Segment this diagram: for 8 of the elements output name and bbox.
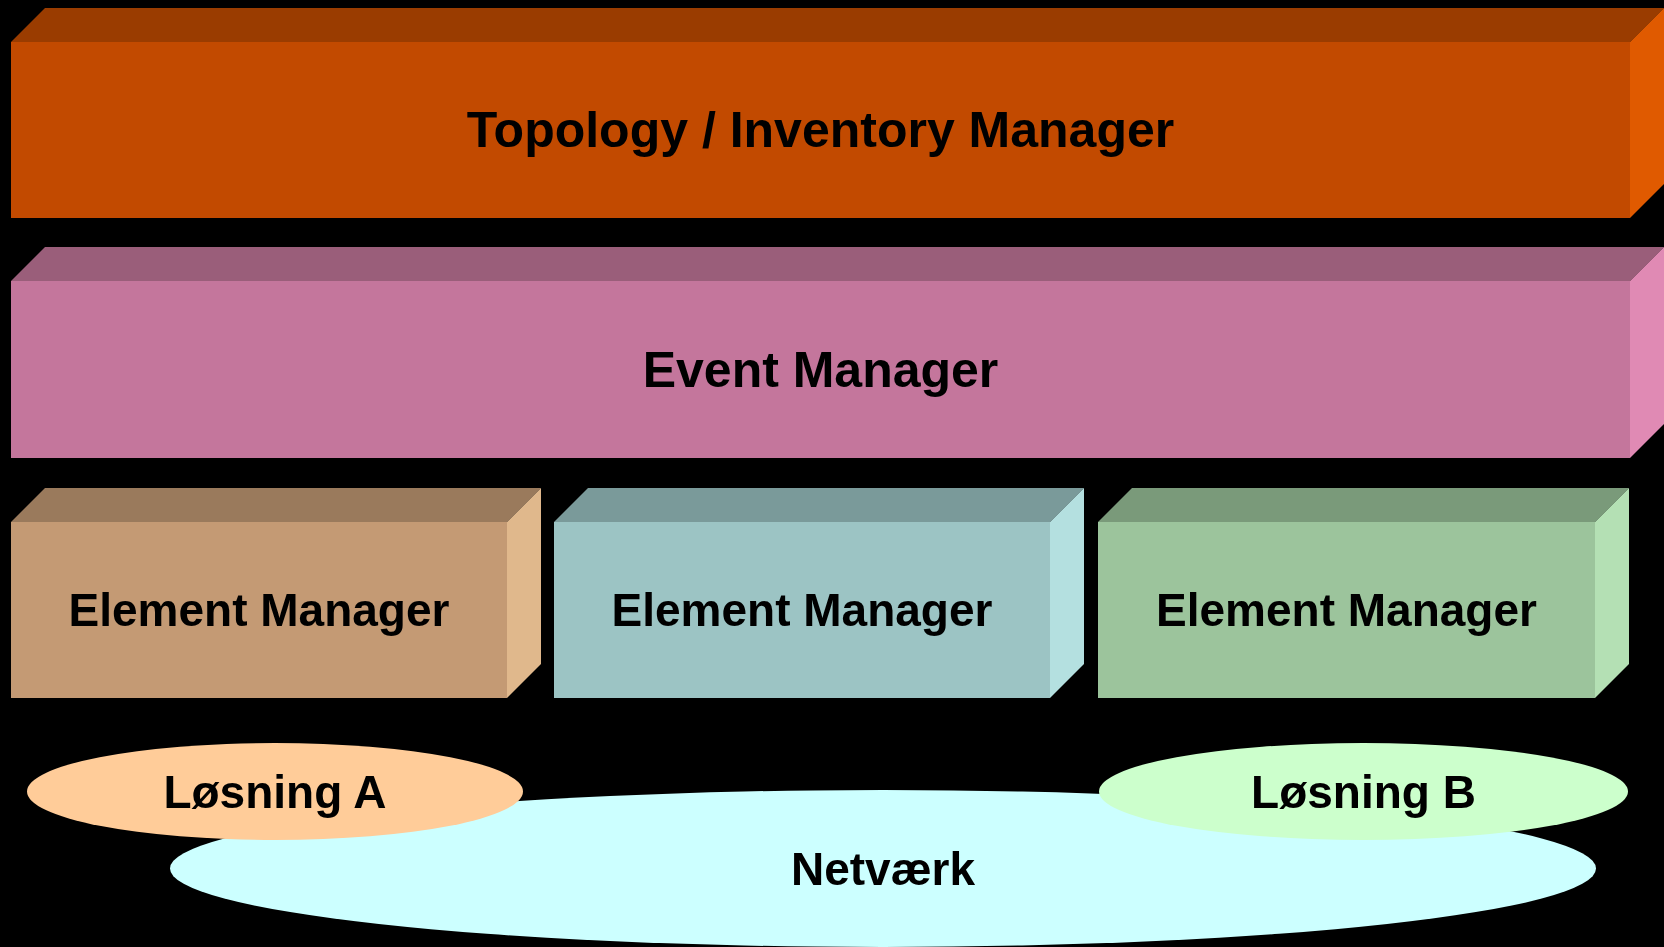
block-label: Topology / Inventory Manager bbox=[466, 101, 1175, 159]
block-label: Event Manager bbox=[642, 340, 999, 399]
ellipse-label: Løsning A bbox=[163, 764, 387, 819]
ellipse-label: Løsning B bbox=[1251, 764, 1476, 819]
block-label: Element Manager bbox=[611, 583, 993, 637]
block-label: Element Manager bbox=[1156, 583, 1537, 637]
block-label: Element Manager bbox=[68, 583, 450, 637]
ellipse-label: Netværk bbox=[790, 841, 976, 896]
